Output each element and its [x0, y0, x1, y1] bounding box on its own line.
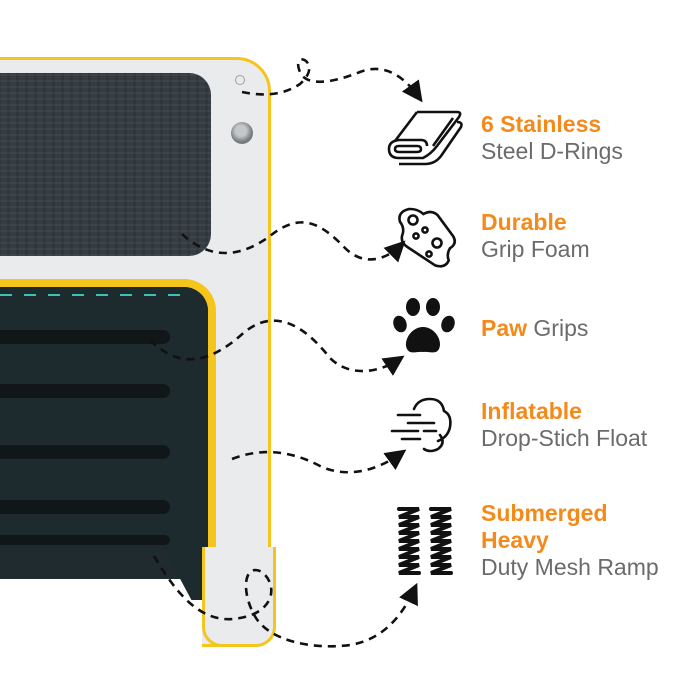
- d-ring-valve: [231, 122, 253, 144]
- feature-description: Grip Foam: [481, 236, 590, 262]
- feature-grip-foam: Durable Grip Foam: [385, 196, 590, 276]
- wind-air-icon: [385, 385, 465, 465]
- feature-highlight-line2: Heavy: [481, 527, 549, 553]
- grip-foam-pad: [0, 73, 211, 256]
- feature-description: Drop-Stich Float: [481, 425, 648, 451]
- feature-paw-grips: Paw Grips: [385, 288, 588, 368]
- feature-inflatable: Inflatable Drop-Stich Float: [385, 385, 647, 465]
- feature-description: Steel D-Rings: [481, 138, 623, 164]
- ramp-slat: [0, 500, 170, 514]
- feature-mesh-ramp: Submerged Heavy Duty Mesh Ramp: [385, 500, 659, 581]
- feature-description: Duty Mesh Ramp: [481, 554, 659, 580]
- ramp-slat: [0, 330, 170, 344]
- feature-highlight: Submerged: [481, 500, 608, 526]
- spring-coils-icon: [385, 501, 465, 581]
- feature-highlight: Paw: [481, 314, 528, 341]
- feature-d-rings: 6 Stainless Steel D-Rings: [385, 98, 623, 178]
- d-ring-small: [235, 75, 245, 85]
- ramp-slat: [0, 384, 170, 398]
- paw-icon: [385, 288, 465, 368]
- feature-highlight: Inflatable: [481, 398, 582, 424]
- feature-text: Durable Grip Foam: [481, 209, 590, 263]
- feature-text: Submerged Heavy Duty Mesh Ramp: [481, 500, 659, 581]
- feature-text: Inflatable Drop-Stich Float: [481, 398, 647, 452]
- feature-highlight: 6 Stainless: [481, 111, 602, 137]
- feature-text: Paw Grips: [481, 315, 588, 342]
- grip-foam-icon: [385, 196, 465, 276]
- board-side-rail: [202, 547, 276, 647]
- feature-description: Grips: [527, 314, 589, 341]
- ramp-slat: [0, 535, 170, 545]
- ramp-stitching: [0, 294, 190, 296]
- ramp-slat: [0, 445, 170, 459]
- rolled-mat-icon: [385, 98, 465, 178]
- feature-text: 6 Stainless Steel D-Rings: [481, 111, 623, 165]
- feature-highlight: Durable: [481, 209, 567, 235]
